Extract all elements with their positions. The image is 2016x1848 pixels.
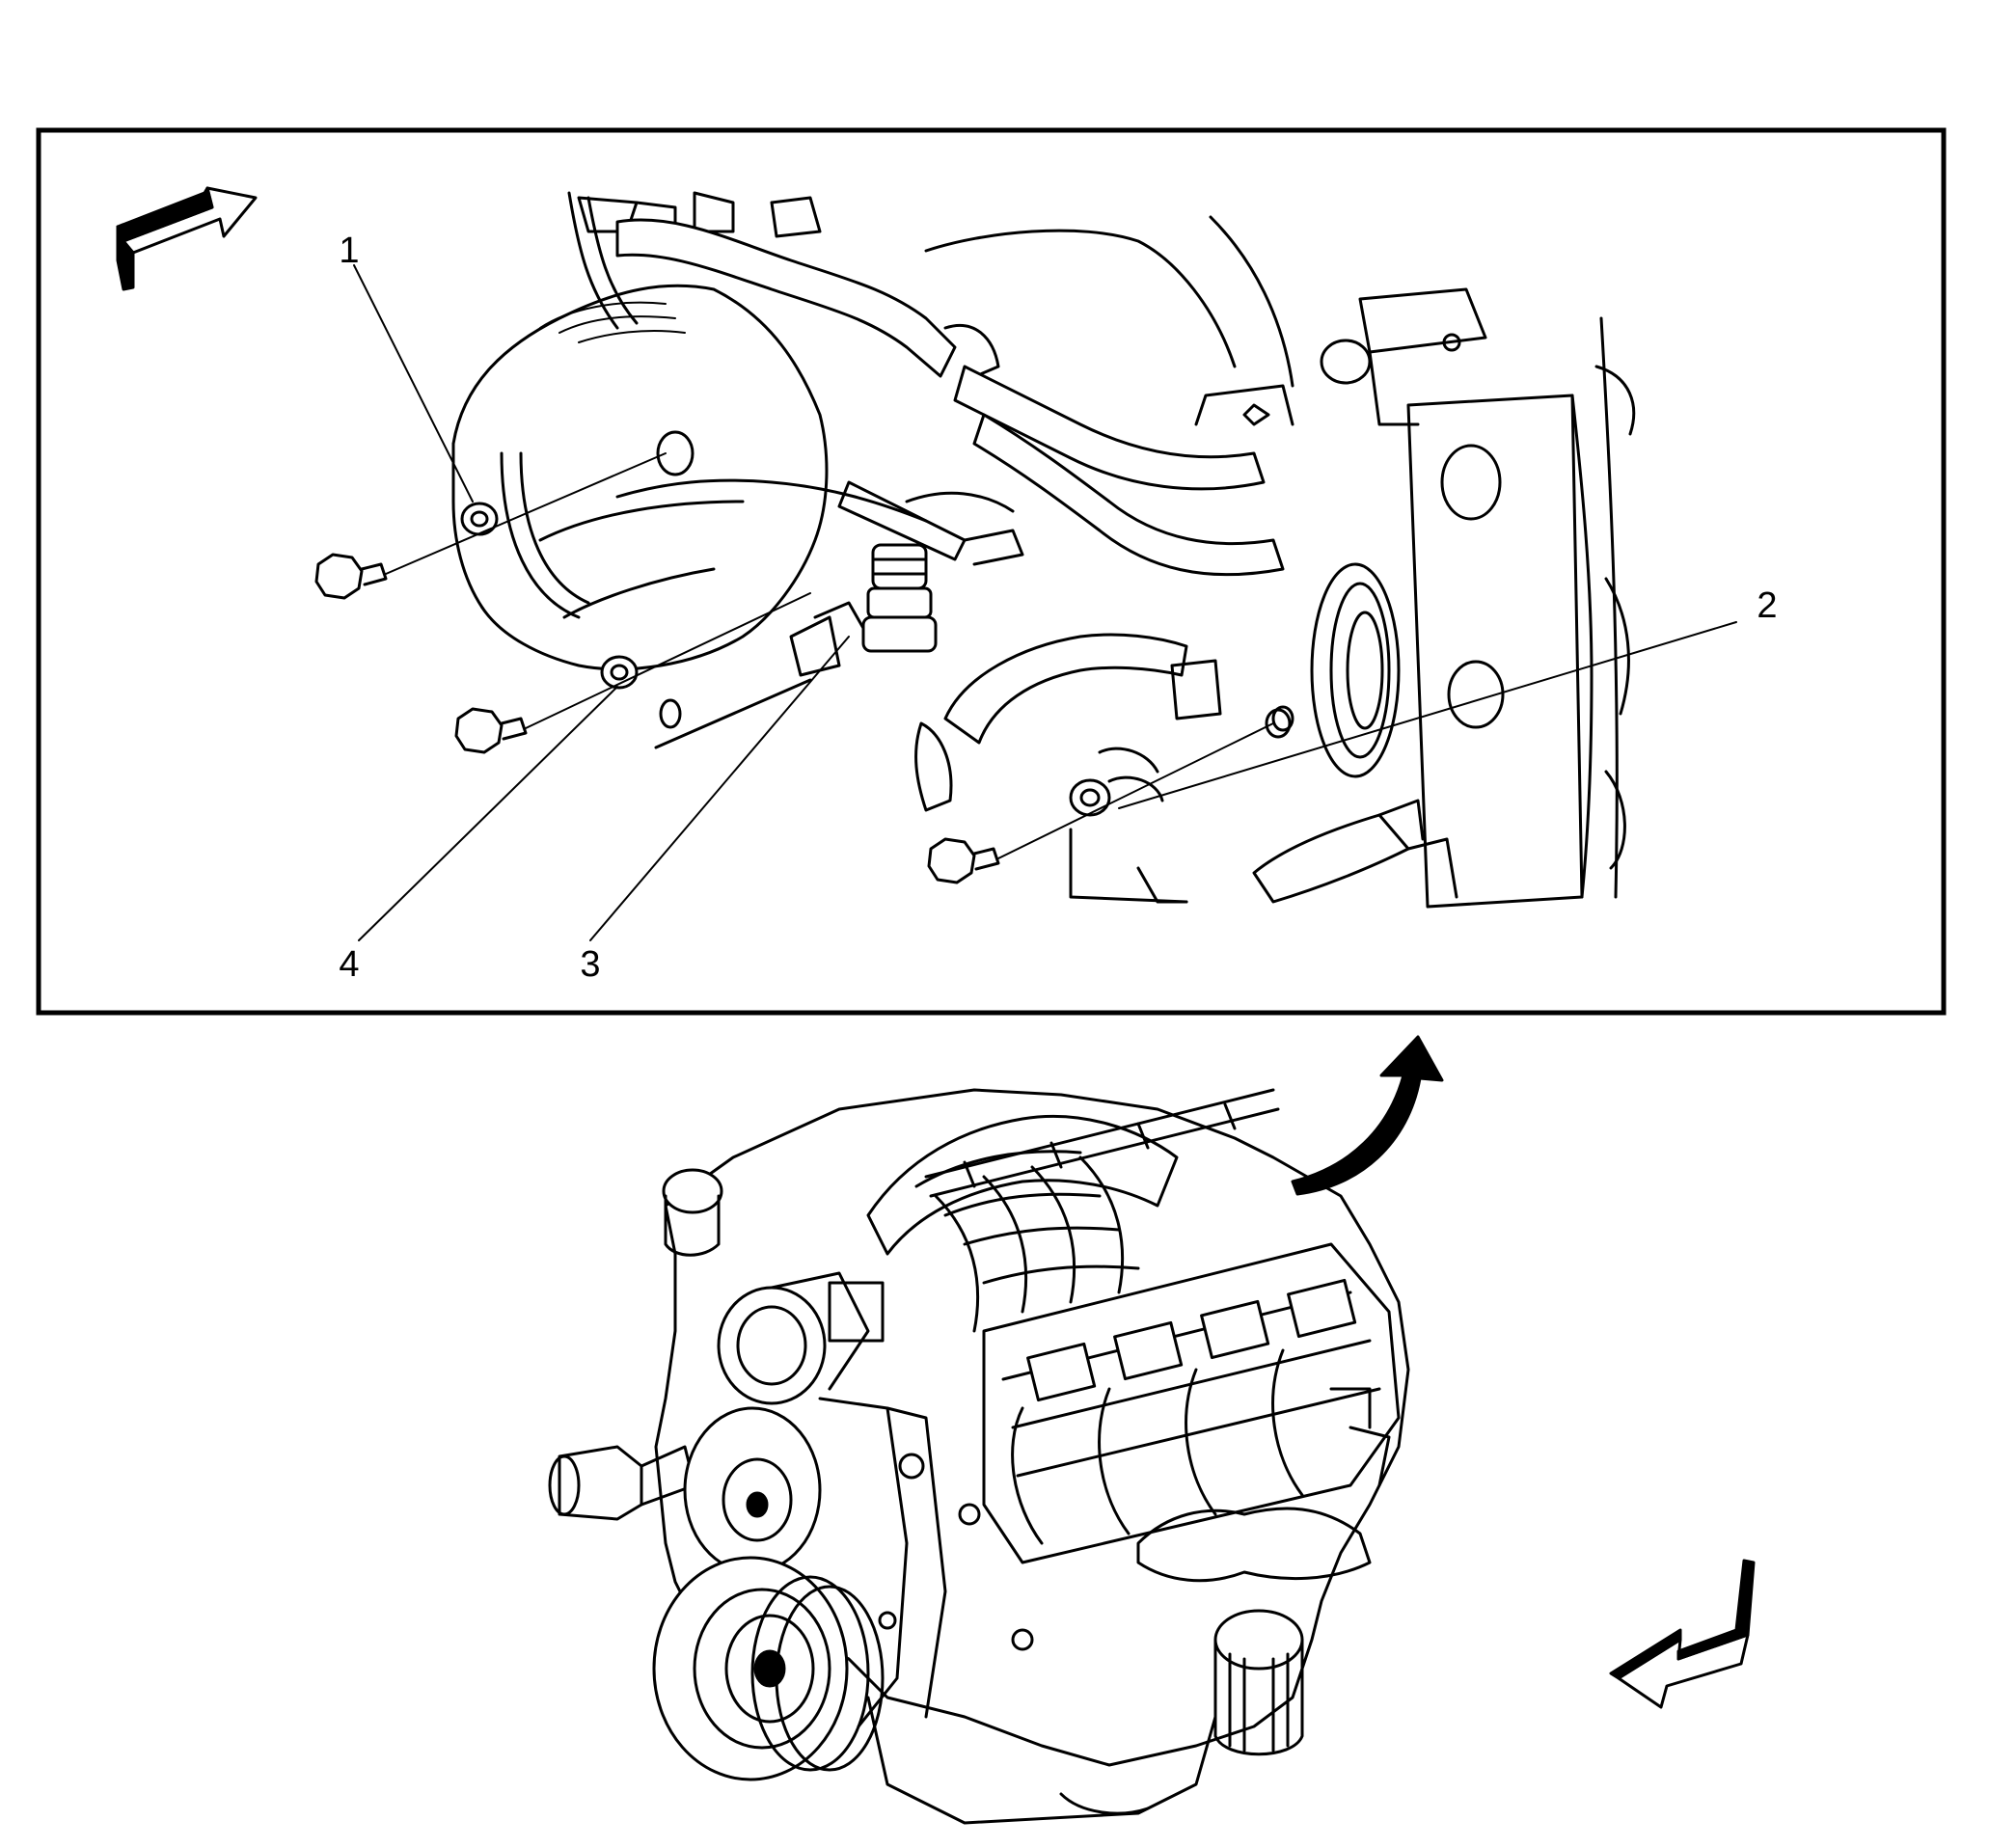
detail-frame: [36, 127, 1947, 1016]
callout-4: 4: [339, 944, 359, 985]
callout-1: 1: [339, 231, 359, 271]
direction-arrow-icon: [1609, 1559, 1756, 1709]
bolt-1: [314, 553, 388, 600]
callout-2: 2: [1757, 585, 1777, 626]
seal-2: [1069, 778, 1111, 817]
leader-4: [358, 686, 618, 941]
engine-overview: [548, 1088, 1410, 1825]
bolt-2: [927, 837, 1000, 884]
detail-view: [451, 191, 1636, 909]
leader-1: [353, 264, 474, 503]
leader-3: [589, 636, 850, 941]
callout-3: 3: [580, 944, 600, 985]
leader-2: [1118, 621, 1737, 809]
sensor-part: [861, 543, 938, 653]
direction-arrow-icon: [116, 186, 258, 291]
bolt-4: [454, 707, 528, 754]
curved-arrow-icon: [1291, 1035, 1444, 1196]
washer-1: [460, 502, 499, 536]
